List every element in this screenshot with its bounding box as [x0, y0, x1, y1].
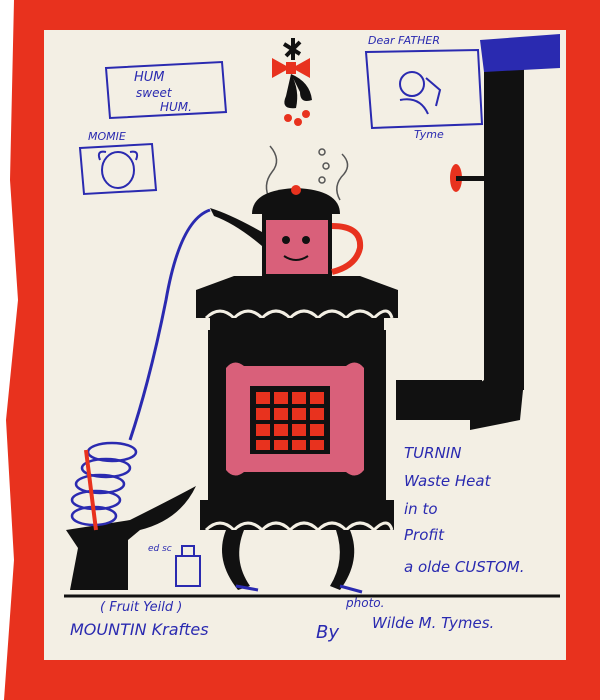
- fruit-yield-text: ( Fruit Yeild ): [100, 600, 183, 615]
- side-text-line2: Waste Heat: [404, 472, 491, 490]
- stove-icon: [196, 276, 398, 594]
- side-text-line5: a olde CUSTOM.: [404, 558, 525, 576]
- side-text-line3: in to: [404, 500, 438, 518]
- bottle-icon: [175, 545, 201, 587]
- bottle-label: ed sc: [148, 544, 172, 554]
- signature-text: Wilde M. Tymes.: [372, 614, 495, 632]
- anvil-icon: [66, 486, 196, 590]
- dear-father-caption: Tyme: [414, 128, 444, 141]
- side-text-line1: TURNIN: [404, 444, 462, 462]
- damper-icon: [450, 164, 484, 192]
- by-text: By: [316, 622, 340, 643]
- water-stream: [128, 208, 211, 441]
- sign-text-line2: sweet: [136, 86, 172, 100]
- side-text-line4: Profit: [404, 526, 444, 544]
- stovepipe-icon: [396, 34, 560, 430]
- momie-portrait: [78, 142, 158, 196]
- kettle-face-icon: [210, 185, 364, 280]
- photo-text: photo.: [346, 596, 385, 610]
- sign-text-line1: HUM: [134, 70, 165, 85]
- dear-father-sign: [364, 48, 484, 130]
- steam-icon: [265, 145, 349, 201]
- sign-text-line3: HUM.: [160, 100, 192, 114]
- torn-edge: [0, 0, 18, 700]
- portrait-label: MOMIE: [88, 130, 126, 143]
- dear-father-text: Dear FATHER: [368, 34, 440, 47]
- coil-spring-icon: [70, 441, 138, 531]
- hum-sweet-hum-sign: [104, 60, 228, 120]
- maker-text: MOUNTIN Kraftes: [70, 620, 209, 639]
- mistletoe-icon: [272, 38, 312, 126]
